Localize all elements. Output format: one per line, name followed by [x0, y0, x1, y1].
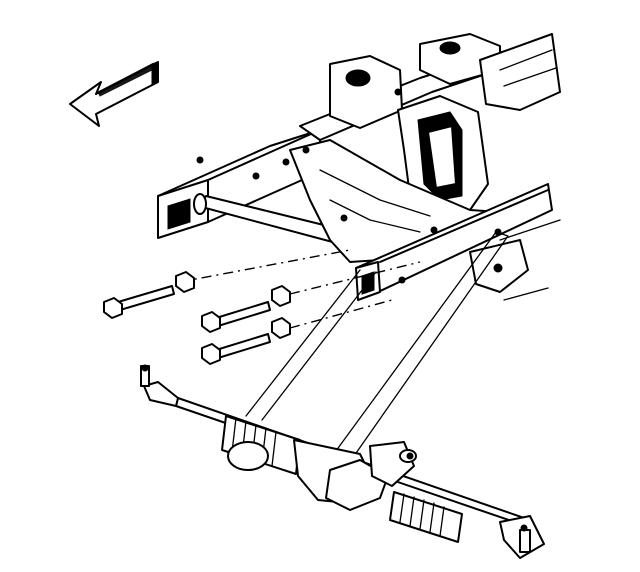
alignment-line: [179, 249, 351, 283]
steering-gear-nut-upper: [175, 271, 195, 293]
leader-line: [261, 271, 377, 421]
front-crossmember: [157, 33, 561, 301]
steering-gear-bolt-upper: [103, 285, 175, 319]
alignment-line: [289, 261, 421, 295]
rack-and-pinion-steering-gear: [175, 397, 533, 543]
steering-gear-nut-lower: [271, 317, 291, 339]
steering-gear-bolt-middle: [201, 301, 271, 333]
leader-line: [321, 231, 509, 477]
steering-gear-nut-middle: [271, 285, 291, 307]
alignment-line: [289, 299, 393, 329]
forward-arrow-icon: [69, 61, 159, 127]
leader-line: [245, 269, 361, 417]
outer-tie-rod-end-left: [140, 364, 179, 407]
outer-tie-rod-end-right: [499, 515, 545, 559]
steering-gear-bolt-lower: [201, 333, 271, 365]
